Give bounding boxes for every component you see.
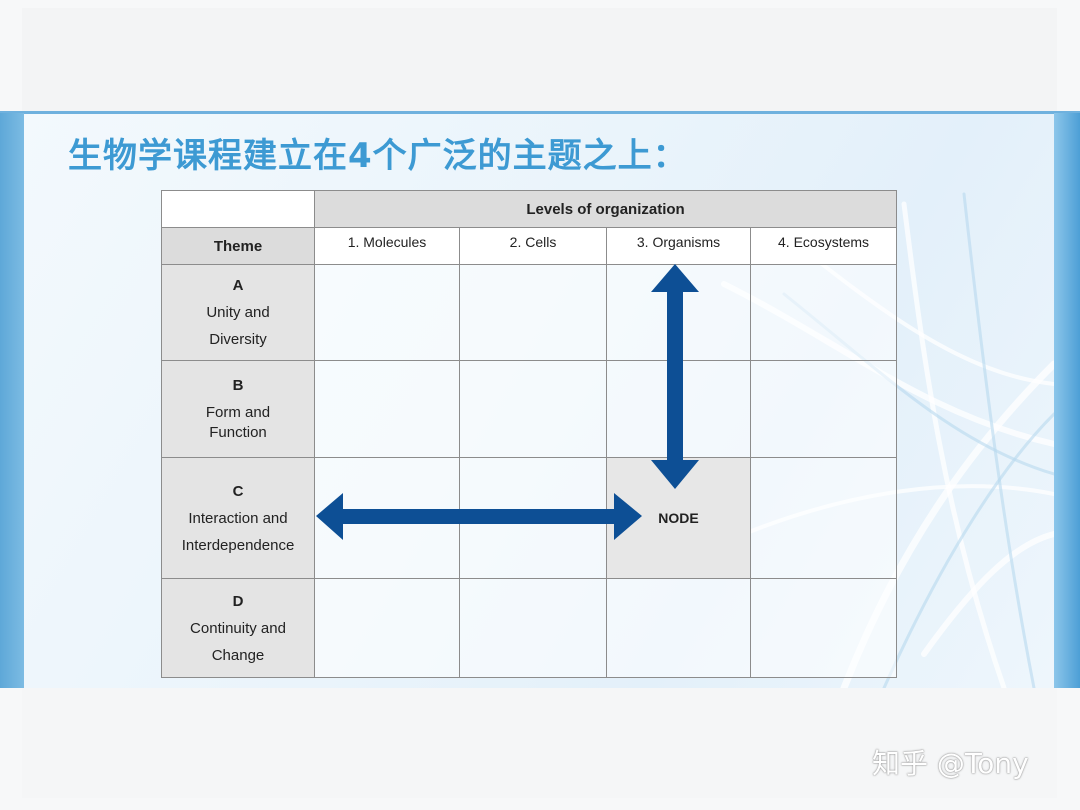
theme-cell-a: A Unity and Diversity [161,264,315,361]
grid-cell [606,578,751,678]
grid-cell [606,264,751,361]
theme-letter: D [232,592,244,610]
theme-name-line: Continuity and [190,619,286,637]
grid-cell [749,264,898,361]
watermark: 知乎 @Tony [872,747,1029,780]
levels-header: Levels of organization [313,190,898,228]
header-blank-cell [161,190,315,228]
column-header-organisms: 3. Organisms [606,227,751,265]
grid-cell [314,457,460,579]
grid-cell [459,264,607,361]
theme-letter: C [232,482,244,500]
grid-cell [459,457,607,579]
slide-title: 生物学课程建立在4个广泛的主题之上： [68,136,688,176]
node-cell: NODE [606,457,751,579]
grid-cell [314,578,460,678]
left-accent-bar [0,113,24,688]
theme-name-line: Change [211,646,265,664]
top-accent-line [0,111,1080,114]
theme-letter: A [232,277,244,294]
theme-cell-d: D Continuity and Change [161,578,315,678]
table-row: A Unity and Diversity [161,264,898,361]
theme-name-line: Function [209,423,267,441]
organization-table: Levels of organization Theme 1. Molecule… [161,190,898,678]
grid-cell [314,264,460,361]
table-row: B Form and Function [161,360,898,458]
right-accent-bar [1054,113,1080,688]
theme-name-line: Form and [205,403,271,421]
theme-name-line: Interaction and [188,509,288,527]
grid-cell [749,360,898,458]
theme-cell-c: C Interaction and Interdependence [161,457,315,579]
grid-cell [314,360,460,458]
theme-cell-b: B Form and Function [161,360,315,458]
grid-cell [459,578,607,678]
theme-name-line: Interdependence [181,536,295,554]
table-row: D Continuity and Change [161,578,898,678]
bottom-band [22,688,1057,798]
grid-cell [459,360,607,458]
theme-header: Theme [161,227,315,265]
column-header-ecosystems: 4. Ecosystems [749,227,898,265]
column-header-cells: 2. Cells [459,227,607,265]
table-row: C Interaction and Interdependence NODE [161,457,898,579]
theme-name-line: Unity and [206,304,270,321]
column-header-molecules: 1. Molecules [314,227,460,265]
theme-letter: B [232,376,244,394]
grid-cell [749,457,898,579]
top-band [22,8,1057,114]
grid-cell [606,360,751,458]
grid-cell [749,578,898,678]
theme-name-line: Diversity [209,331,267,348]
